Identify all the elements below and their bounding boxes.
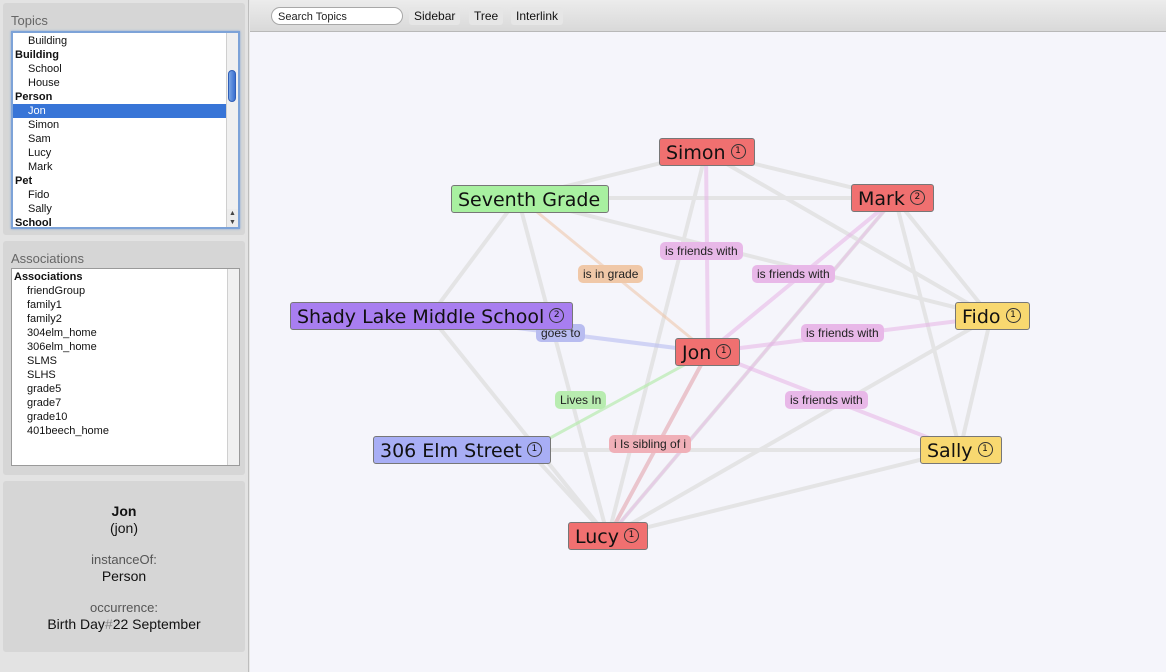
topic-item[interactable]: School bbox=[15, 217, 52, 229]
association-item[interactable]: grade7 bbox=[27, 397, 62, 409]
edge-label-friends-sally[interactable]: is friends with bbox=[785, 391, 868, 409]
edge-label-friends-fido[interactable]: is friends with bbox=[801, 324, 884, 342]
occurrence-count-icon: 2 bbox=[549, 308, 565, 323]
edge-label-friends-simon[interactable]: is friends with bbox=[660, 242, 743, 260]
topic-detail-panel: Jon (jon) instanceOf: Person occurrence:… bbox=[3, 481, 245, 652]
edge-label-sibling-of[interactable]: i Is sibling of i bbox=[609, 435, 692, 453]
association-item[interactable]: 401beech_home bbox=[27, 425, 109, 437]
association-item[interactable]: 304elm_home bbox=[27, 327, 97, 339]
node-shady-lake-middle-school[interactable]: Shady Lake Middle School 2 bbox=[290, 302, 574, 330]
node-label: Simon bbox=[666, 142, 726, 164]
topic-item[interactable]: Simon bbox=[28, 119, 60, 131]
association-item[interactable]: family1 bbox=[27, 299, 62, 311]
association-item[interactable]: grade10 bbox=[27, 411, 68, 423]
occurrence-count-icon: 1 bbox=[977, 442, 993, 457]
edge-label-in-grade[interactable]: is in grade bbox=[578, 265, 644, 283]
association-item[interactable]: friendGroup bbox=[27, 285, 86, 297]
node-jon[interactable]: Jon 1 bbox=[675, 338, 741, 366]
occurrence-name: Birth Day bbox=[47, 616, 105, 632]
node-label: Mark bbox=[858, 188, 905, 210]
node-label: Sally bbox=[927, 440, 973, 462]
node-mark[interactable]: Mark 2 bbox=[851, 184, 934, 212]
occurrence-count-icon: 1 bbox=[1005, 308, 1021, 323]
node-lucy[interactable]: Lucy 1 bbox=[568, 522, 648, 550]
node-label: Shady Lake Middle School bbox=[297, 306, 545, 328]
node-fido[interactable]: Fido 1 bbox=[955, 302, 1030, 330]
occurrence-count-icon: 1 bbox=[716, 344, 732, 359]
scroll-up-icon[interactable]: ▲ bbox=[227, 209, 238, 218]
toolbar: Search Topics Sidebar Tree Interlink bbox=[250, 0, 1166, 32]
topic-item[interactable]: Sally bbox=[28, 203, 52, 215]
tree-button[interactable]: Tree bbox=[469, 7, 504, 25]
interlink-button[interactable]: Interlink bbox=[511, 7, 564, 25]
occurrence-hash: # bbox=[104, 616, 113, 632]
associations-scrollbar[interactable] bbox=[227, 269, 239, 465]
topic-item[interactable]: Pet bbox=[15, 175, 33, 187]
node-306-elm-street[interactable]: 306 Elm Street 1 bbox=[373, 436, 551, 464]
detail-occurrence-label: occurrence: bbox=[90, 600, 158, 615]
occurrence-count-icon: 1 bbox=[730, 144, 746, 159]
association-item[interactable]: family2 bbox=[27, 313, 62, 325]
node-seventh-grade[interactable]: Seventh Grade bbox=[451, 185, 610, 213]
occurrence-count-icon: 1 bbox=[526, 442, 542, 457]
topic-item[interactable]: Jon bbox=[13, 104, 238, 118]
topics-scroll-thumb[interactable] bbox=[228, 70, 236, 102]
search-topics-input[interactable]: Search Topics bbox=[271, 7, 403, 25]
topic-item[interactable]: Sam bbox=[28, 133, 51, 145]
topic-item[interactable]: School bbox=[28, 63, 62, 75]
topic-item[interactable]: Person bbox=[15, 91, 53, 103]
topic-item[interactable]: House bbox=[28, 77, 60, 89]
topic-item[interactable]: Building bbox=[15, 49, 59, 61]
topics-scrollbar[interactable]: ▲ ▼ bbox=[226, 33, 238, 227]
node-label: 306 Elm Street bbox=[380, 440, 522, 462]
node-label: Fido bbox=[962, 306, 1001, 328]
detail-instance-label: instanceOf: bbox=[91, 552, 157, 567]
topic-item[interactable]: Lucy bbox=[28, 147, 52, 159]
edge-label-friends-mark[interactable]: is friends with bbox=[752, 265, 835, 283]
edge-label-lives-in[interactable]: Lives In bbox=[555, 391, 607, 409]
detail-name: Jon bbox=[111, 503, 137, 519]
sidebar-button[interactable]: Sidebar bbox=[409, 7, 461, 25]
topic-item[interactable]: Fido bbox=[28, 189, 50, 201]
associations-title: Associations bbox=[11, 251, 84, 266]
node-label: Lucy bbox=[575, 526, 619, 548]
association-item[interactable]: grade5 bbox=[27, 383, 62, 395]
scroll-down-icon[interactable]: ▼ bbox=[227, 218, 238, 227]
association-item[interactable]: 306elm_home bbox=[27, 341, 97, 353]
node-sally[interactable]: Sally 1 bbox=[920, 436, 1002, 464]
topics-title: Topics bbox=[11, 13, 48, 28]
graph-canvas[interactable]: is friends with is in grade is friends w… bbox=[250, 32, 1166, 672]
association-item[interactable]: SLHS bbox=[27, 369, 56, 381]
detail-instance-value: Person bbox=[101, 568, 147, 584]
detail-occurrence: Birth Day#22 September bbox=[3, 616, 245, 632]
node-label: Jon bbox=[682, 342, 712, 364]
occurrence-count-icon: 1 bbox=[623, 528, 639, 543]
association-item[interactable]: SLMS bbox=[27, 355, 57, 367]
occurrence-count-icon: 2 bbox=[909, 190, 925, 205]
topic-item[interactable]: Building bbox=[28, 35, 68, 47]
topic-item[interactable]: Mark bbox=[28, 161, 53, 173]
associations-list[interactable]: Associations friendGroup family1 family2 304… bbox=[11, 268, 240, 466]
node-label: Seventh Grade bbox=[458, 189, 601, 211]
detail-id: (jon) bbox=[109, 520, 138, 536]
associations-panel: Associations Associations friendGroup fami… bbox=[3, 241, 245, 475]
association-item[interactable]: Associations bbox=[14, 271, 83, 283]
occurrence-value: 22 September bbox=[112, 616, 201, 632]
node-simon[interactable]: Simon 1 bbox=[659, 138, 755, 166]
